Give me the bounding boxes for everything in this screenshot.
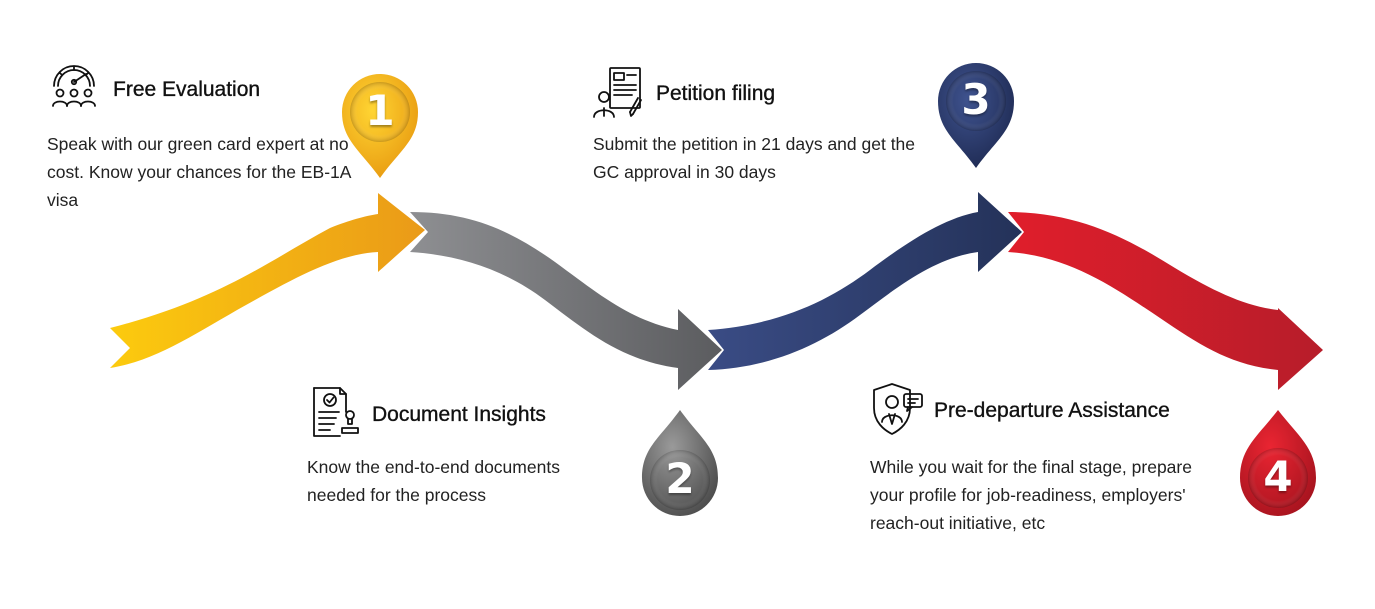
arrow-segment-2 xyxy=(410,212,722,390)
step-4-title: Pre-departure Assistance xyxy=(934,399,1170,422)
step-2-description: Know the end-to-end documents needed for… xyxy=(307,457,560,505)
pin-1 xyxy=(342,74,418,178)
step-4-description: While you wait for the final stage, prep… xyxy=(870,457,1192,533)
step-2-title: Document Insights xyxy=(372,403,546,426)
document-stamp-icon xyxy=(313,387,359,437)
step-1-title: Free Evaluation xyxy=(113,78,261,101)
petition-form-person-icon xyxy=(593,67,642,118)
pin-3-number: 3 xyxy=(961,75,991,124)
pin-2 xyxy=(642,410,718,516)
pin-4-number: 4 xyxy=(1263,452,1293,501)
arrow-segment-3 xyxy=(708,192,1022,370)
pin-2-number: 2 xyxy=(665,454,695,503)
pin-3 xyxy=(938,63,1014,168)
step-1-description: Speak with our green card expert at no c… xyxy=(47,134,351,210)
arrow-segment-1 xyxy=(110,193,425,368)
evaluation-gauge-team-icon xyxy=(52,65,96,107)
step-3-description: Submit the petition in 21 days and get t… xyxy=(593,134,916,182)
step-3-title: Petition filing xyxy=(656,82,776,105)
pin-4 xyxy=(1240,410,1316,516)
pin-1-number: 1 xyxy=(365,86,395,135)
shield-support-person-icon xyxy=(873,383,923,435)
arrow-segment-4 xyxy=(1008,212,1323,390)
